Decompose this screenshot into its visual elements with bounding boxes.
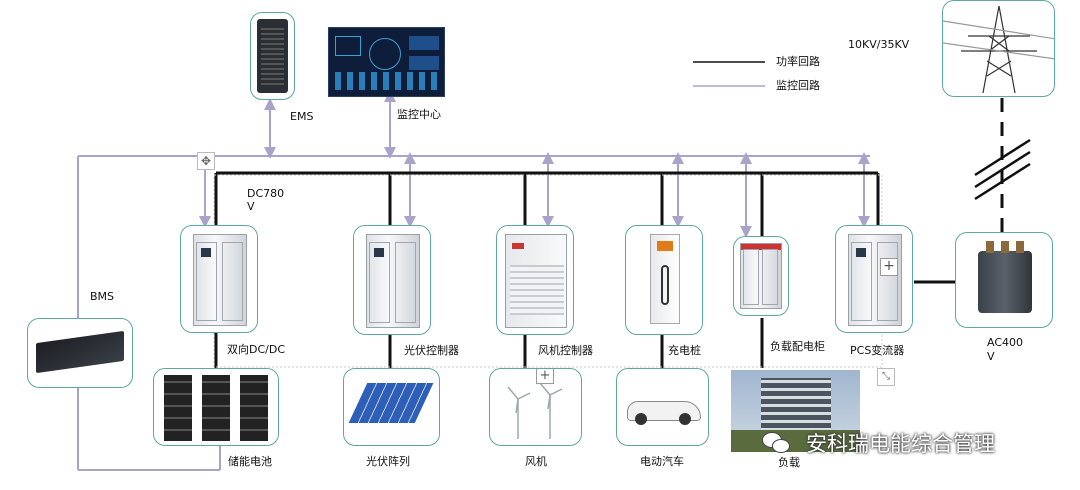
grid-voltage-label: 10KV/35KV [848, 38, 910, 51]
wind-controller-box [496, 225, 574, 335]
ev-label: 电动汽车 [640, 455, 684, 468]
bms-device-icon [36, 330, 124, 374]
move-handle-icon[interactable]: ✥ [197, 152, 215, 170]
load-cabinet-icon [740, 243, 782, 309]
grid-slash-marks [974, 138, 1031, 201]
add-icon[interactable]: + [536, 369, 554, 384]
pcs-box: + [835, 225, 913, 333]
wind-turbine-box: + [489, 368, 582, 446]
watermark-text: 安科瑞电能综合管理 [806, 432, 995, 456]
wind-turbine-icon [507, 382, 563, 439]
dc-bus-label-1: DC780 [247, 187, 285, 200]
wechat-icon [762, 430, 792, 454]
dcdc-label: 双向DC/DC [227, 343, 286, 356]
legend-power-label: 功率回路 [776, 55, 820, 68]
ac-voltage-label-1: AC400 [987, 336, 1024, 349]
pv-array-box [343, 368, 440, 446]
transformer-icon [978, 241, 1032, 313]
load-cabinet-box [733, 236, 789, 316]
ev-box [616, 368, 709, 446]
wind-controller-label: 风机控制器 [538, 344, 593, 357]
pv-controller-label: 光伏控制器 [404, 344, 459, 357]
pv-array-label: 光伏阵列 [366, 455, 410, 468]
battery-box [153, 368, 279, 446]
bms-label: BMS [90, 290, 115, 303]
legend-monitor-label: 监控回路 [776, 79, 820, 92]
ems-label: EMS [290, 110, 314, 123]
bms-box [27, 318, 133, 388]
battery-icon [164, 375, 192, 441]
battery-label: 储能电池 [228, 455, 272, 468]
dcdc-cabinet-icon [193, 234, 247, 326]
server-rack-icon [257, 19, 288, 93]
power-tower-box [942, 0, 1055, 97]
power-bus [214, 98, 1004, 368]
solar-panel-icon [348, 383, 434, 423]
pv-controller-cabinet-icon [366, 234, 420, 328]
monitor-screen-icon [328, 27, 445, 97]
ems-server-box [250, 12, 295, 100]
wind-turbine-label: 风机 [525, 455, 547, 468]
pcs-cabinet-icon [848, 234, 902, 326]
charging-pile-icon [650, 234, 680, 324]
dcdc-box [180, 225, 258, 333]
resize-handle-icon[interactable]: ⤡ [877, 368, 895, 386]
power-tower-icon [943, 5, 1054, 94]
load-label: 负载 [778, 456, 800, 469]
monitor-center-label: 监控中心 [397, 108, 441, 121]
ac-voltage-label-2: V [987, 350, 995, 363]
wind-controller-cabinet-icon [505, 234, 567, 328]
transformer-box [955, 232, 1053, 328]
pv-controller-box [353, 225, 431, 335]
dc-bus-label-2: V [247, 200, 255, 213]
pcs-label: PCS变流器 [850, 344, 905, 357]
add-icon[interactable]: + [880, 258, 898, 276]
charging-pile-box [625, 225, 703, 335]
load-cabinet-label: 负载配电柜 [770, 340, 825, 353]
charging-pile-label: 充电桩 [668, 344, 701, 357]
